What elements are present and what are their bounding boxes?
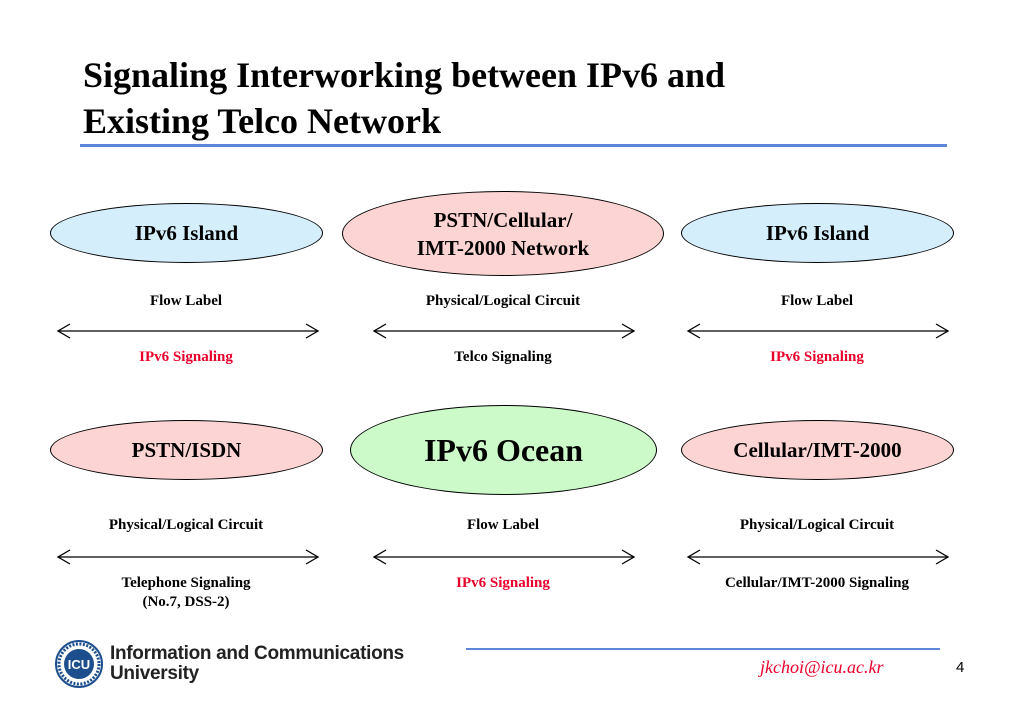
university-name-line2: University <box>110 663 199 684</box>
row2-link3-top-label: Physical/Logical Circuit <box>739 517 895 533</box>
row2-link1-top-label: Physical/Logical Circuit <box>108 517 264 533</box>
pstn-isdn-node: PSTN/ISDN <box>50 420 323 480</box>
contact-email: jkchoi@icu.ac.kr <box>760 657 884 677</box>
node-label: IPv6 Island <box>134 220 239 245</box>
slide-title-line1: Signaling Interworking between IPv6 and <box>83 55 726 95</box>
icu-logo-icon: ICU <box>55 640 103 688</box>
university-name: Information and Communications Universit… <box>110 644 404 684</box>
page-number: 4 <box>956 659 965 676</box>
row2-link1-bottom-label-line2: (No.7, DSS-2) <box>142 594 230 610</box>
pstn-cellular-network-node: PSTN/Cellular/ IMT-2000 Network <box>342 191 664 276</box>
row1-link2-bottom-label: Telco Signaling <box>454 349 552 365</box>
row2-link2-top-label: Flow Label <box>466 517 540 533</box>
node-label: IPv6 Ocean <box>423 431 584 468</box>
row1-link2-top-label: Physical/Logical Circuit <box>425 293 581 309</box>
row2-link2-bottom-label: IPv6 Signaling <box>456 575 550 591</box>
ipv6-island-left-node: IPv6 Island <box>50 203 323 263</box>
node-label: PSTN/ISDN <box>131 437 242 462</box>
row2-link1-arrow <box>56 549 320 565</box>
footer-divider <box>466 648 940 650</box>
row2-link2-arrow <box>372 549 636 565</box>
node-label: IPv6 Island <box>765 220 870 245</box>
row2-link3-arrow <box>686 549 950 565</box>
row1-link3-bottom-label: IPv6 Signaling <box>770 349 864 365</box>
node-label: Cellular/IMT-2000 <box>733 437 902 462</box>
row1-link2-arrow <box>372 323 636 339</box>
row1-link1-bottom-label: IPv6 Signaling <box>139 349 233 365</box>
row1-link1-arrow <box>56 323 320 339</box>
ipv6-island-right-node: IPv6 Island <box>681 203 954 263</box>
university-name-line1: Information and Communications <box>110 643 404 664</box>
logo-text: ICU <box>68 657 90 672</box>
row2-link3-bottom-label: Cellular/IMT-2000 Signaling <box>724 575 910 591</box>
cellular-imt2000-node: Cellular/IMT-2000 <box>681 420 954 480</box>
row1-link3-top-label: Flow Label <box>780 293 854 309</box>
row1-link3-arrow <box>686 323 950 339</box>
node-label-line2: IMT-2000 Network <box>416 235 590 260</box>
row2-link1-bottom-label-line1: Telephone Signaling <box>121 575 251 591</box>
row1-link1-top-label: Flow Label <box>149 293 223 309</box>
row2-link1-bottom-label: Telephone Signaling (No.7, DSS-2) <box>121 574 250 612</box>
title-divider <box>80 144 947 147</box>
slide-title-line2: Existing Telco Network <box>83 101 442 141</box>
node-label-line1: PSTN/Cellular/ <box>433 207 573 232</box>
slide-title: Signaling Interworking between IPv6 and … <box>83 52 963 144</box>
ipv6-ocean-node: IPv6 Ocean <box>350 405 657 495</box>
